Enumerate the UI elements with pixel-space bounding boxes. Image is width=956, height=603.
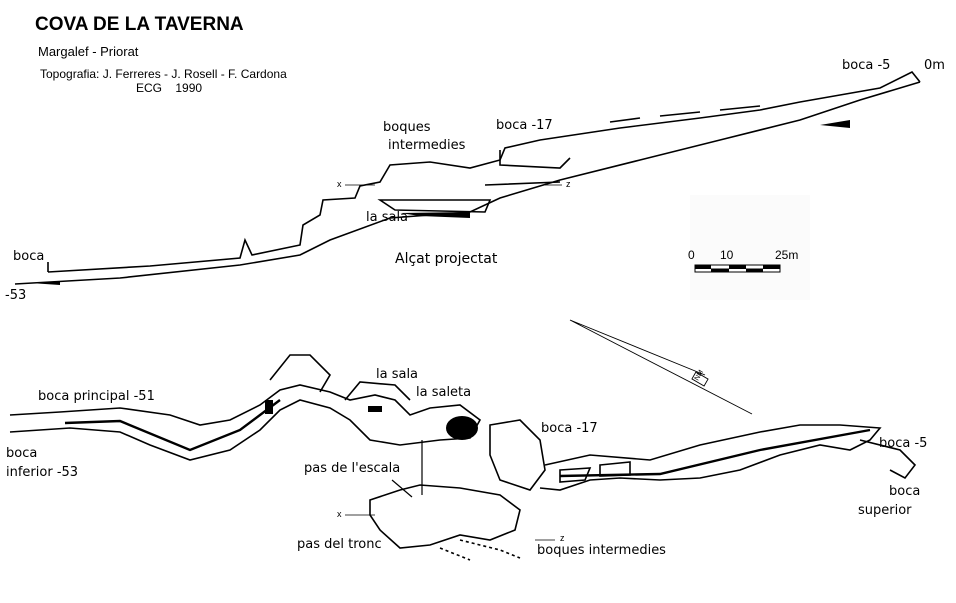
label-boca-superior-1: boca <box>889 484 921 499</box>
profile-fill <box>30 120 850 285</box>
north-arrow <box>569 319 753 415</box>
label-0m: 0m <box>924 58 945 73</box>
club-year: ECG 1990 <box>136 81 203 95</box>
scale-label-10: 10 <box>720 248 734 262</box>
label-z-profile: z <box>566 179 571 189</box>
label-minus-53: -53 <box>5 288 27 303</box>
scale-background <box>690 195 810 300</box>
label-pas-escala: pas de l'escala <box>304 461 401 476</box>
label-boca-inferior-1: boca <box>6 446 38 461</box>
label-boques-intermedies: boques intermedies <box>537 543 666 558</box>
pas-escala-arrows <box>345 440 555 541</box>
label-boca-superior-2: superior <box>858 503 912 518</box>
label-la-saleta: la saleta <box>416 385 472 400</box>
survey-credits: Topografia: J. Ferreres - J. Rosell - F.… <box>40 67 287 81</box>
label-boca-5: boca -5 <box>879 436 928 451</box>
label-boca-inferior-2: inferior -53 <box>6 465 79 480</box>
profile-section <box>14 70 921 285</box>
label-x-profile: x <box>337 179 342 189</box>
scale-label-25m: 25m <box>775 248 799 262</box>
label-boca-17-profile: boca -17 <box>496 118 553 133</box>
plan-view <box>9 354 917 561</box>
label-la-sala: la sala <box>376 367 419 382</box>
label-boca-5-profile: boca -5 <box>842 58 891 73</box>
location: Margalef - Priorat <box>38 44 139 59</box>
label-boca-profile: boca <box>13 249 45 264</box>
label-intermedies: intermedies <box>388 138 466 153</box>
profile-caption: Alçat projectat <box>395 251 498 267</box>
label-boca-principal: boca principal -51 <box>38 389 155 404</box>
label-x-plan: x <box>337 509 342 519</box>
map-title: COVA DE LA TAVERNA <box>35 14 244 35</box>
label-pas-tronc: pas del tronc <box>297 537 382 552</box>
label-boques: boques <box>383 120 431 135</box>
label-boca-17: boca -17 <box>541 421 598 436</box>
plan-fill <box>265 400 478 440</box>
scale-bar <box>694 264 781 273</box>
scale-label-0: 0 <box>688 248 695 262</box>
label-la-sala-profile: la sala <box>366 210 409 225</box>
label-z-plan: z <box>560 533 565 543</box>
